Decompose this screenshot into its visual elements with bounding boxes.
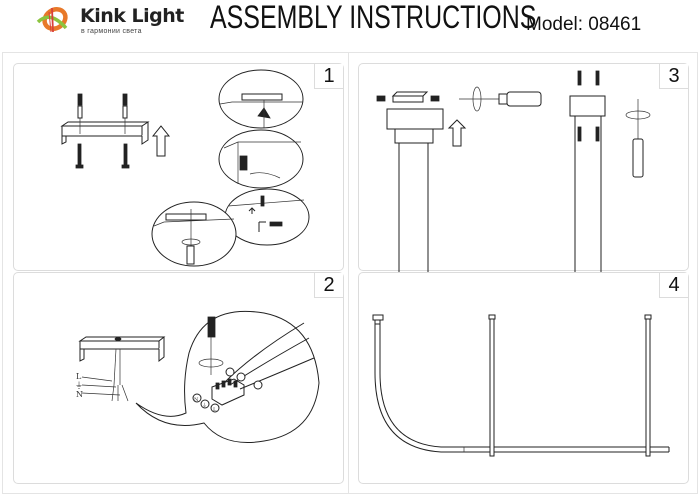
bracket-screws-icon	[376, 91, 440, 103]
rotate-icon	[472, 86, 482, 112]
anchor-insert-detail-icon	[218, 129, 304, 189]
screwdriver-icon	[207, 316, 216, 375]
step-4-panel: 4	[358, 272, 689, 484]
step-number: 4	[659, 273, 688, 298]
wires-icon	[81, 348, 129, 402]
up-arrow-icon	[447, 119, 467, 147]
rotate-icon	[625, 110, 651, 120]
suspension-rod-icon	[398, 70, 606, 274]
step-2-panel: 2 L ⏚ N	[13, 272, 344, 484]
up-arrow-icon	[151, 125, 171, 157]
canopy-icon	[386, 108, 444, 144]
document-header: Kink Light в гармонии света ASSEMBLY INS…	[0, 0, 700, 50]
screwdriver-detail-icon	[151, 201, 237, 267]
step-number: 1	[314, 64, 343, 89]
rotate-icon	[198, 358, 224, 368]
column-divider	[348, 52, 349, 494]
mounting-bracket-icon	[60, 121, 150, 145]
wire-lines	[223, 322, 315, 390]
wall-anchor-icon	[77, 93, 128, 134]
wire-label-neutral: N	[76, 390, 83, 399]
screw-icon	[75, 143, 130, 169]
step-3-illustration	[376, 70, 651, 274]
terminal-label-earth: ⏚	[202, 402, 207, 409]
terminal-label-live: L	[213, 407, 217, 413]
brand-name: Kink Light	[80, 5, 184, 27]
step-number: 2	[314, 273, 343, 298]
step-1-panel: 1	[13, 63, 344, 271]
drill-detail-icon	[218, 69, 304, 129]
instructions-frame	[2, 52, 698, 494]
terminal-label-neutral: N	[194, 397, 199, 403]
step-1-illustration	[60, 69, 310, 267]
terminal-block-icon	[211, 378, 245, 406]
hammer-detail-icon	[224, 188, 310, 246]
mounting-bracket-icon	[78, 336, 166, 363]
assembled-luminaire-icon	[372, 314, 670, 457]
model-number: Model: 08461	[526, 14, 642, 35]
brand-tagline: в гармонии света	[81, 28, 142, 35]
kink-light-logo-icon	[36, 7, 68, 33]
wire-label-earth: ⏚	[75, 381, 83, 390]
page-title: ASSEMBLY INSTRUCTIONS	[210, 0, 537, 35]
step-2-illustration: L ⏚ N N ⏚ L	[75, 310, 320, 444]
terminal-block-detail-bubble	[135, 310, 320, 444]
wire-label-live: L	[76, 372, 82, 381]
screwdriver-icon	[459, 91, 644, 178]
step-number: 3	[659, 64, 688, 89]
step-3-panel: 3	[358, 63, 689, 274]
